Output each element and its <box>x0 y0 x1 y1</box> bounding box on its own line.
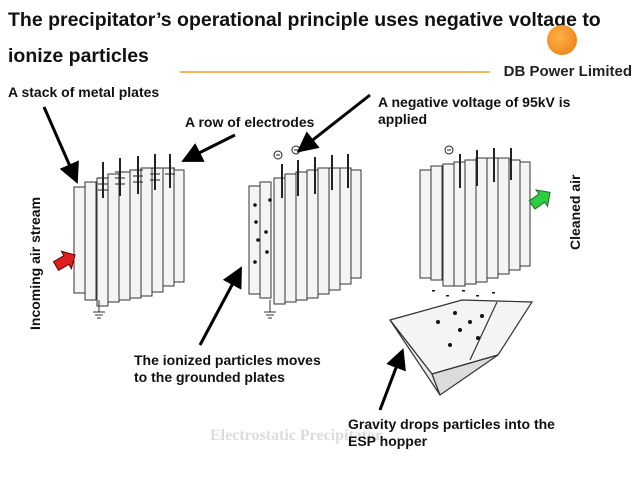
falling-particles-3 <box>432 290 495 297</box>
electrodes-2 <box>281 154 349 198</box>
plate-stack-1 <box>73 167 185 307</box>
label-ionized-particles: The ionized particles moves to the groun… <box>134 352 321 385</box>
arrow-metal-plates <box>42 106 79 184</box>
plate-stack-2 <box>248 167 362 305</box>
ground-symbol-2 <box>264 300 276 319</box>
watermark-text: Electrostatic Precipitator <box>210 427 382 444</box>
negative-charge-symbols-2 <box>273 145 301 160</box>
negative-charge-symbols-3 <box>444 145 454 155</box>
pointer-arrows <box>42 93 406 411</box>
cleaned-air-arrow-icon <box>528 189 551 210</box>
plate-stack-3 <box>419 157 531 287</box>
label-voltage: A negative voltage of 95kV is applied <box>378 94 571 127</box>
particles-2 <box>253 198 272 264</box>
electrodes-1 <box>98 154 175 198</box>
arrow-ionized <box>198 266 242 346</box>
hopper-particles <box>436 311 484 347</box>
label-gravity: Gravity drops particles into the ESP hop… <box>348 416 555 449</box>
slide-title: The precipitator’s operational principle… <box>8 9 601 67</box>
esp-hopper <box>388 299 534 396</box>
incoming-air-arrow-icon <box>52 250 76 272</box>
ground-symbol-1 <box>93 300 105 319</box>
arrow-voltage <box>296 93 371 153</box>
orange-circle-icon <box>547 25 577 55</box>
label-cleaned-air: Cleaned air <box>567 174 583 250</box>
label-electrodes: A row of electrodes <box>185 114 315 130</box>
label-metal-plates: A stack of metal plates <box>8 84 160 100</box>
label-incoming-air: Incoming air stream <box>27 196 43 330</box>
arrow-gravity <box>378 348 406 411</box>
arrow-electrodes <box>181 133 236 162</box>
brand-name: DB Power Limited <box>503 63 632 80</box>
electrodes-3 <box>459 148 512 188</box>
